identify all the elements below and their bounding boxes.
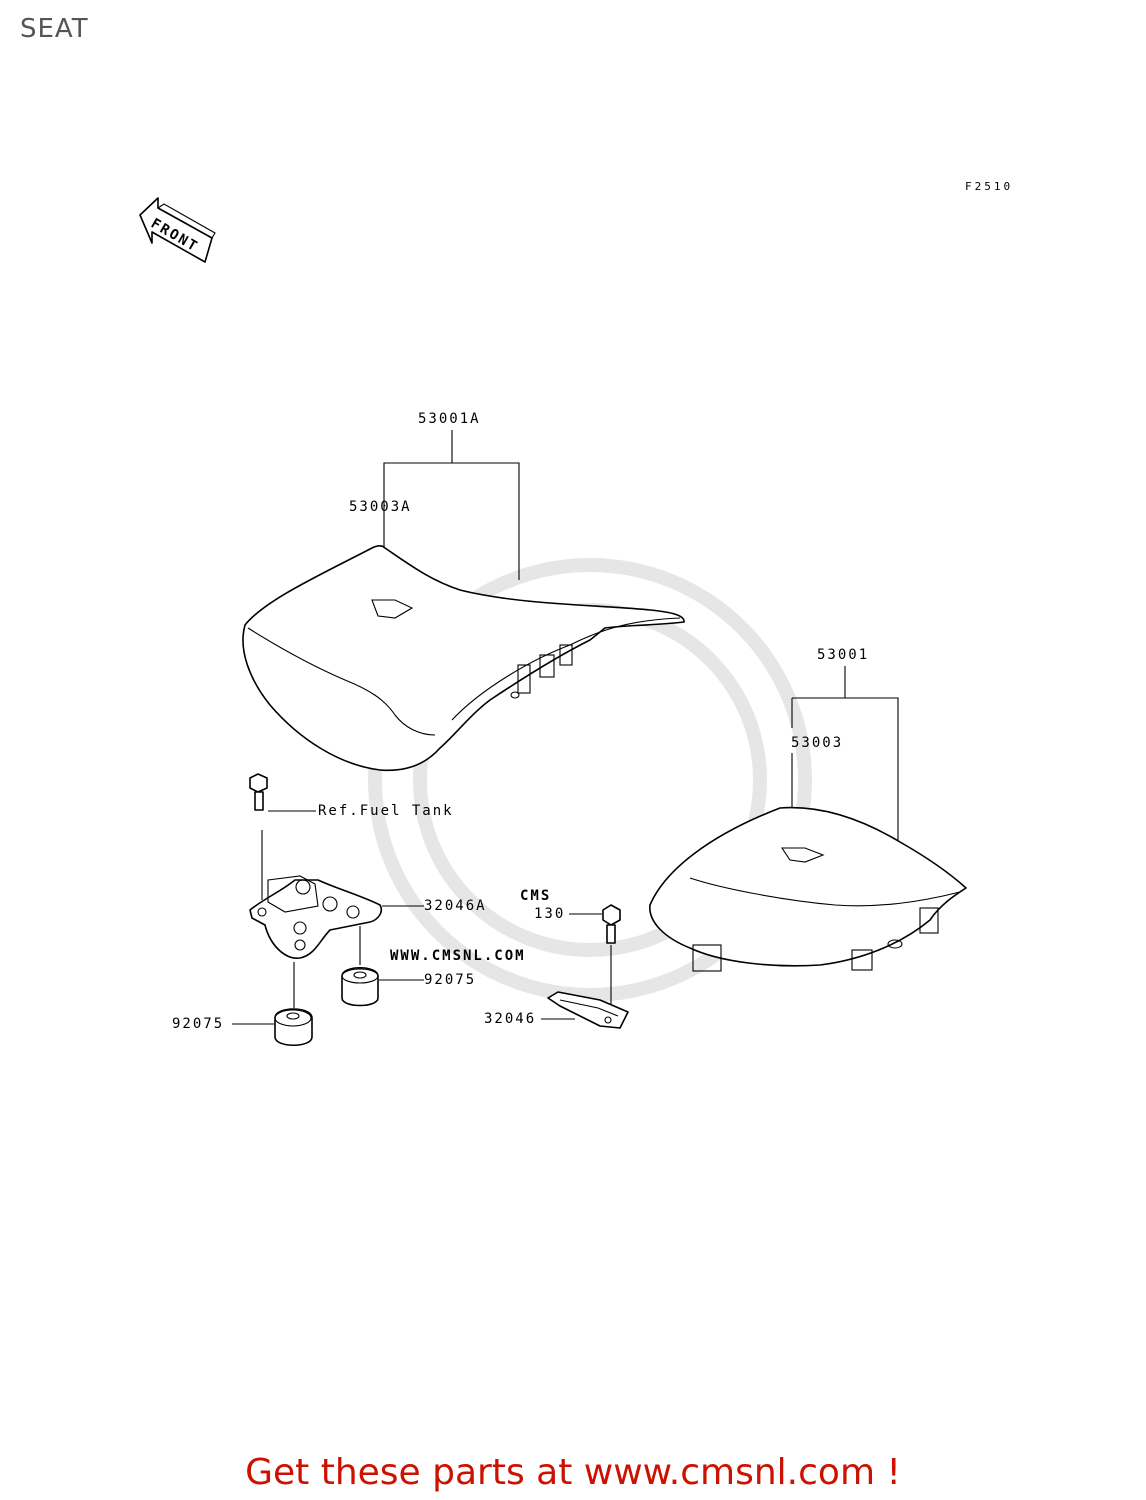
fuel-tank-bolt [249,773,316,900]
callout-92075-right: 92075 [424,972,476,988]
front-direction-arrow-icon: FRONT [139,197,216,263]
bolt-130 [569,904,621,1005]
rear-seat-assy-callout: 53001 [791,647,899,848]
callout-32046: 32046 [484,1011,536,1027]
rear-seat-bracket [541,991,629,1029]
callout-92075-left: 92075 [172,1016,224,1032]
rear-seat [649,806,967,972]
watermark-url: WWW.CMSNL.COM [390,948,526,964]
diagram-code: F2510 [965,180,1013,193]
watermark-brand: CMS [520,888,551,904]
callout-53003A: 53003A [349,499,412,515]
damper-left [232,1008,313,1047]
callout-53001A: 53001A [418,411,481,427]
front-seat-assy-callout: 53001A [383,411,520,590]
callout-32046A: 32046A [424,898,487,914]
front-seat [242,544,685,772]
page-title: SEAT [20,14,89,44]
damper-right [341,966,424,1007]
callout-53003: 53003 [791,735,843,751]
callout-ref-fuel-tank: Ref.Fuel Tank [318,803,454,819]
callout-53001: 53001 [817,647,869,663]
footer-parts-link[interactable]: Get these parts at www.cmsnl.com ! [245,1452,901,1493]
callout-130: 130 [534,906,565,922]
front-seat-bracket [249,875,424,1008]
